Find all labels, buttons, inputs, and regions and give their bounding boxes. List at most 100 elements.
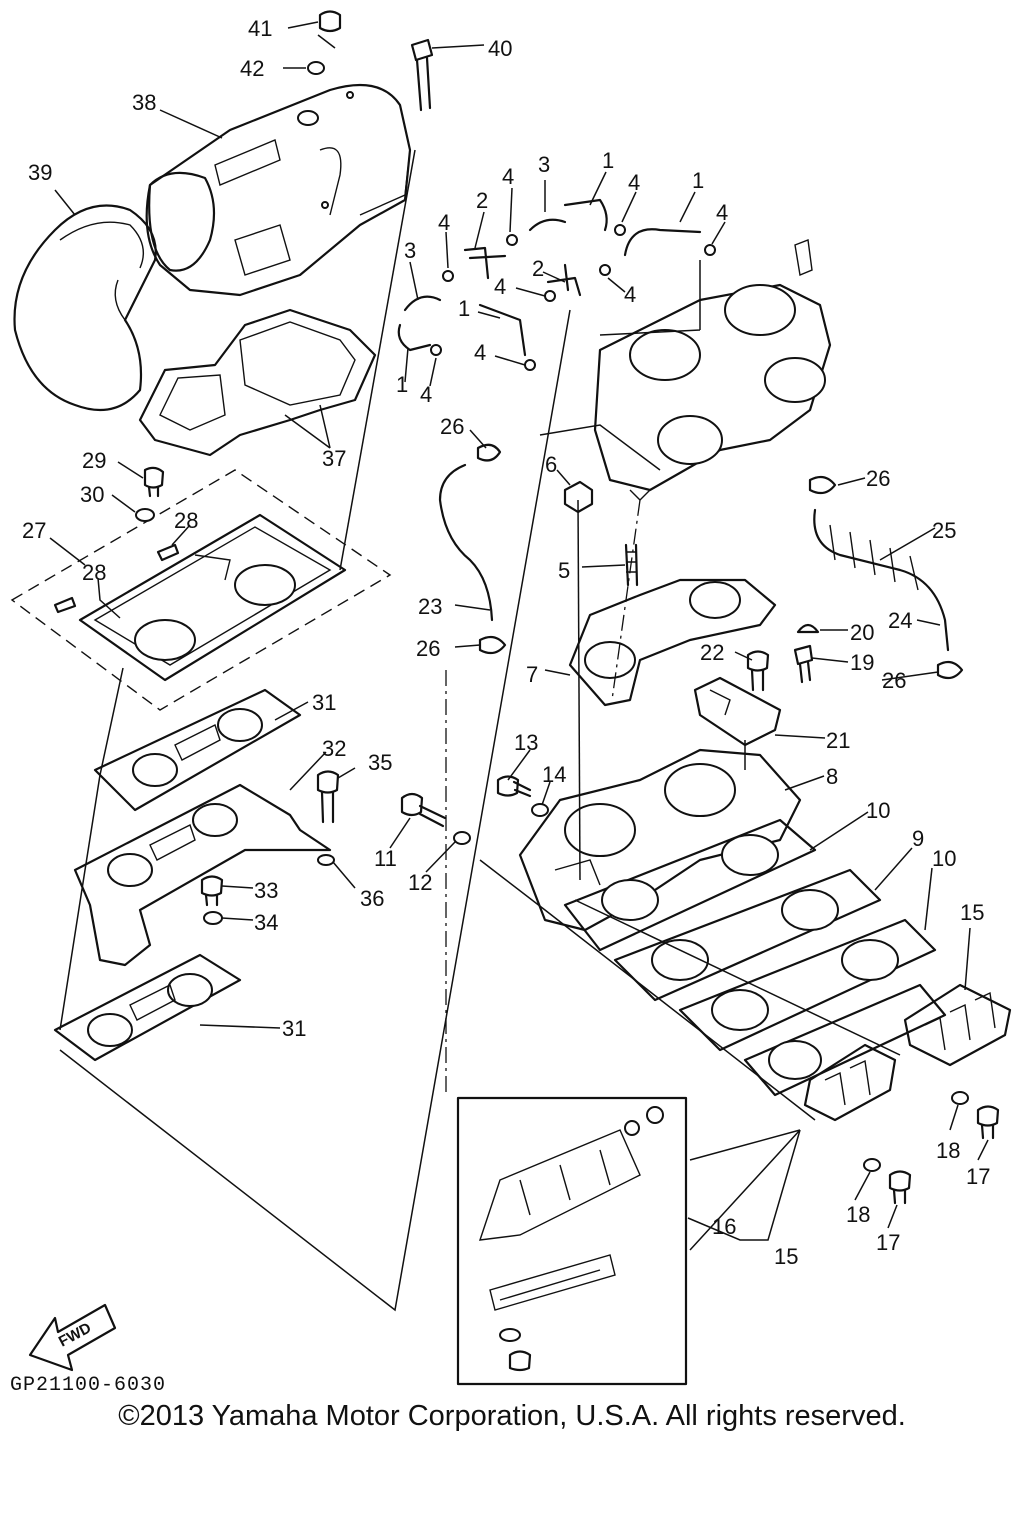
callout-1b: 1 [692,168,704,193]
plate-32 [73,783,332,967]
callout-4b: 4 [628,170,640,195]
cap-41 [317,10,342,49]
callout-18b: 18 [846,1202,870,1227]
bracket-21 [693,676,782,747]
callout-39: 39 [28,160,52,185]
callout-31b: 31 [282,1016,306,1041]
callout-17b: 17 [876,1230,900,1255]
callout-4g: 4 [474,340,486,365]
callout-28a: 28 [174,508,198,533]
callout-22: 22 [700,640,724,665]
callout-30: 30 [80,482,104,507]
callout-32: 32 [322,736,346,761]
callout-26b: 26 [866,466,890,491]
nut-6 [563,480,594,514]
callout-35: 35 [368,750,392,775]
hose-23 [438,463,494,622]
callout-2b: 2 [532,256,544,281]
callout-12: 12 [408,870,432,895]
bolt-22 [746,650,770,692]
bolt-29 [143,466,165,498]
callout-4h: 4 [420,382,432,407]
callout-10a: 10 [866,798,890,823]
hose-3-top [528,218,567,232]
callout-23: 23 [418,594,442,619]
washer-18a [951,1091,969,1105]
callout-5: 5 [558,558,570,583]
callout-9: 9 [912,826,924,851]
clamp-26b [808,475,837,495]
callout-20: 20 [850,620,874,645]
callout-36: 36 [360,886,384,911]
callout-21: 21 [826,728,850,753]
bolt-11 [400,792,447,828]
callout-26c: 26 [416,636,440,661]
intake-manifold-8 [518,748,802,932]
reed-valve-15-left [803,1043,897,1122]
callout-15a: 15 [960,900,984,925]
callout-40: 40 [488,36,512,61]
callout-3a: 3 [538,152,550,177]
bolt-33 [200,875,224,907]
callout-15b: 15 [774,1244,798,1269]
callout-34: 34 [254,910,278,935]
bolt-17b [888,1170,912,1205]
gasket-10-rear [678,918,937,1052]
joint-2-right [546,263,582,297]
washer-30 [135,508,155,522]
inset-box-16 [456,1096,688,1386]
callout-18a: 18 [936,1138,960,1163]
gasket-extra [743,983,947,1097]
pin-28b [53,596,77,614]
cap-20 [796,623,820,634]
diagram-code: GP21100-6030 [10,1374,166,1397]
callout-29: 29 [82,448,106,473]
clamp-26c [478,635,507,655]
callout-4f: 4 [624,282,636,307]
callout-numbers: 41 40 42 38 39 3 1 4 4 1 4 2 4 3 2 4 4 1… [22,16,990,1269]
reed-plate-9 [613,868,882,1002]
clamp-26d [936,660,964,680]
callout-10b: 10 [932,846,956,871]
callout-38: 38 [132,90,156,115]
callout-1d: 1 [396,372,408,397]
clips-4 [430,224,716,371]
alignment-lines [59,149,901,1312]
hose-1-right [623,228,702,257]
bolt-40 [410,38,434,112]
gasket-37 [138,308,377,457]
plug-42 [307,61,325,75]
carburetor-assembly [593,239,832,501]
callout-25: 25 [932,518,956,543]
washer-36 [317,854,335,866]
hose-25-24 [813,508,950,652]
clamp-26a [476,443,502,462]
gasket-10-front [563,818,817,952]
callout-13: 13 [514,730,538,755]
callout-2a: 2 [476,188,488,213]
copyright-notice: ©2013 Yamaha Motor Corporation, U.S.A. A… [118,1400,906,1432]
callout-4d: 4 [438,210,450,235]
reed-valve-15-right [903,983,1012,1067]
callout-4a: 4 [502,164,514,189]
callout-1a: 1 [602,148,614,173]
hose-1-top [563,198,608,232]
bolt-35 [316,770,340,824]
callout-7: 7 [526,662,538,687]
gasket-7 [568,578,777,707]
callout-3b: 3 [404,238,416,263]
intake-duct-39 [13,204,157,412]
cylinder-head-cover [78,513,347,682]
callout-19: 19 [850,650,874,675]
callout-42: 42 [240,56,264,81]
callout-4c: 4 [716,200,728,225]
callout-1c: 1 [458,296,470,321]
air-silencer-38 [145,83,412,297]
callout-8: 8 [826,764,838,789]
callout-41: 41 [248,16,272,41]
callout-26d: 26 [882,668,906,693]
callout-16: 16 [712,1214,736,1239]
pin-28a [156,543,180,562]
callout-26a: 26 [440,414,464,439]
